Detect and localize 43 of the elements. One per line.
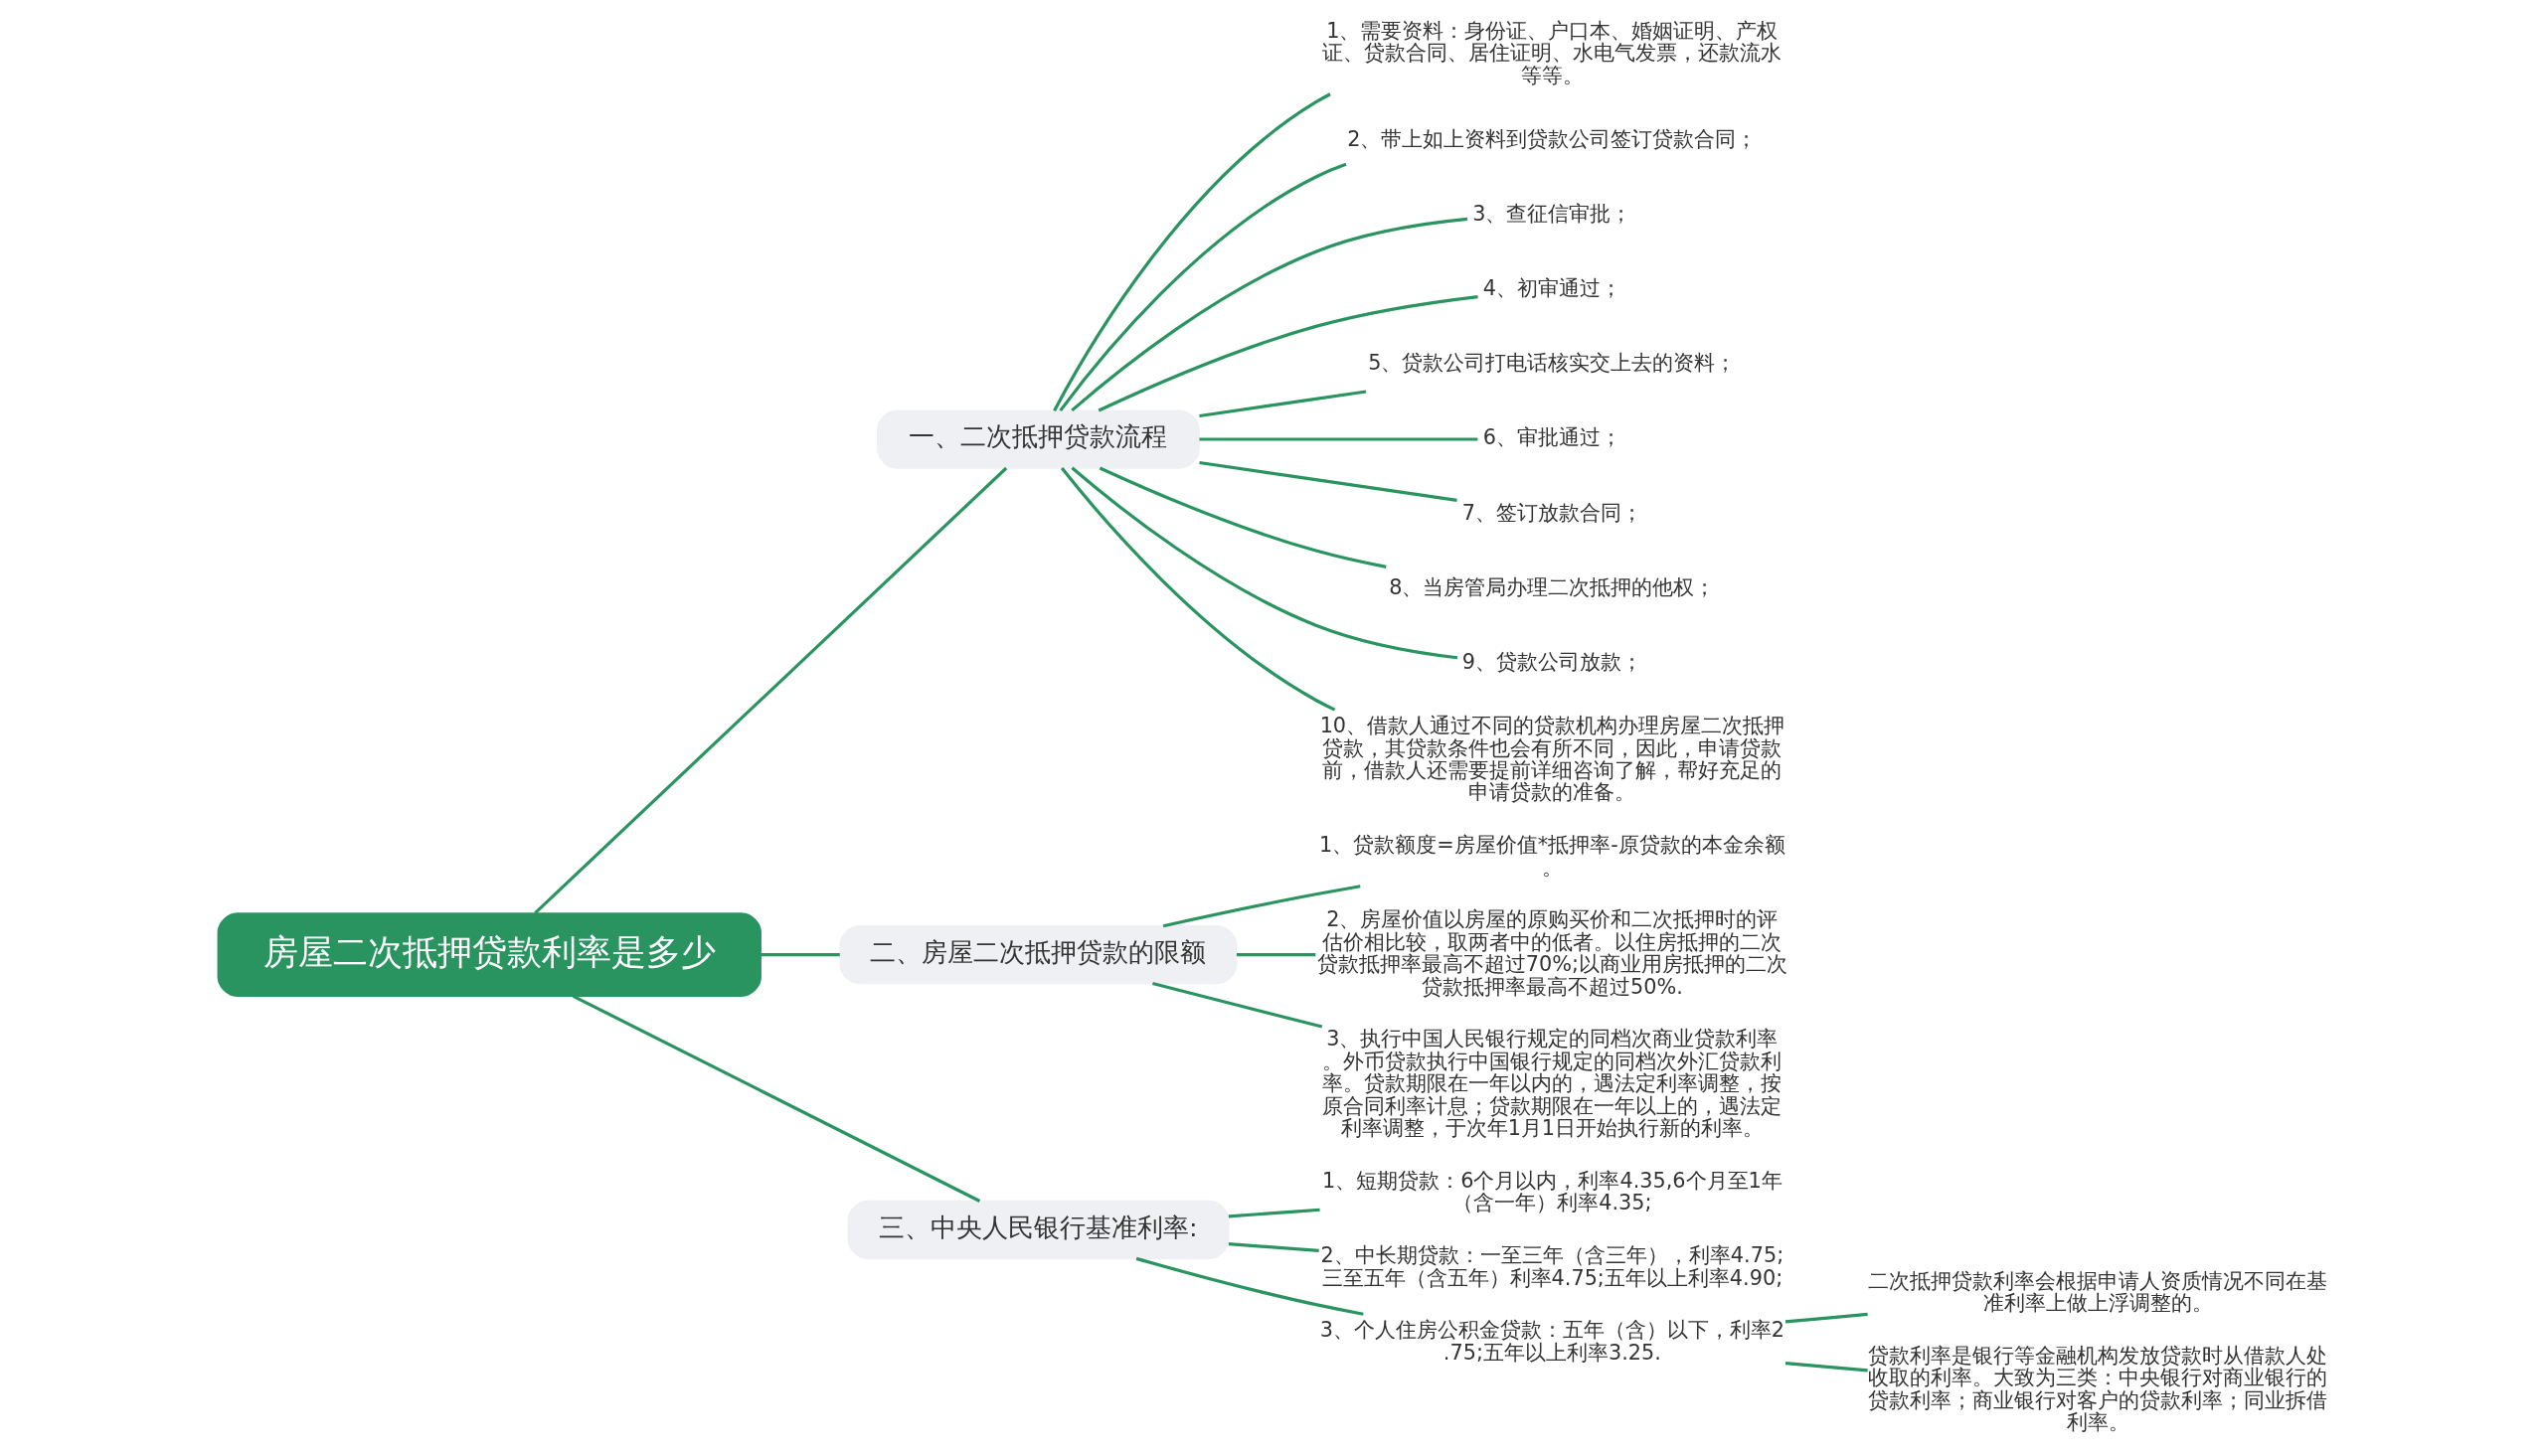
node-box: 一、二次抵押贷款流程 bbox=[876, 409, 1200, 469]
connector bbox=[1135, 1256, 1364, 1316]
node-text: 2、房屋价值以房屋的原购买价和二次抵押时的评估价相比较，取两者中的低者。以住房抵押的二次贷款抵押率最高不超过70%;以商业用房抵押的二次贷款抵押率最高不超过50%. bbox=[1316, 907, 1787, 999]
node-text: 1、需要资料：身份证、户口本、婚姻证明、产权证、贷款合同、居住证明、水电气发票，还款流水等等。 bbox=[1321, 18, 1782, 87]
connector bbox=[761, 952, 840, 957]
connector bbox=[1228, 1242, 1319, 1252]
node-text: 5、贷款公司打电话核实交上去的资料； bbox=[1367, 351, 1736, 376]
node-box: 三、中央人民银行基准利率: bbox=[846, 1200, 1229, 1260]
node-text: 7、签订放款合同； bbox=[1461, 500, 1642, 525]
connector bbox=[1199, 437, 1477, 441]
connector bbox=[1070, 466, 1457, 660]
connector bbox=[1198, 390, 1366, 418]
connector bbox=[1098, 294, 1478, 412]
node-text: 3、查征信审批； bbox=[1471, 201, 1631, 226]
node-text: 4、初审通过； bbox=[1482, 276, 1621, 301]
connector bbox=[1099, 466, 1387, 568]
connector bbox=[1058, 162, 1346, 412]
connector bbox=[1198, 460, 1457, 503]
node-text: 二次抵押贷款利率会根据申请人资质情况不同在基准利率上做上浮调整的。 bbox=[1867, 1268, 2327, 1316]
node-text: 9、贷款公司放款； bbox=[1461, 650, 1642, 675]
connector bbox=[1162, 885, 1361, 928]
node-text: 8、当房管局办理二次抵押的他权； bbox=[1388, 574, 1715, 599]
connector bbox=[572, 994, 980, 1203]
node-text: 2、中长期贷款：一至三年（含三年），利率4.75;三至五年（含五年）利率4.75;五年以上利率4.90; bbox=[1320, 1243, 1783, 1290]
connector bbox=[1151, 982, 1322, 1029]
connector bbox=[1070, 217, 1467, 412]
node-text: 1、短期贷款：6个月以内，利率4.35,6个月至1年（含一年）利率4.35; bbox=[1321, 1168, 1782, 1215]
node-text: 10、借款人通过不同的贷款机构办理房屋二次抵押贷款，其贷款条件也会有所不同，因此，申请贷款前，借款人还需要提前详细咨询了解，帮好充足的申请贷款的准备。 bbox=[1319, 714, 1784, 805]
node-text: 3、执行中国人民银行规定的同档次商业贷款利率。外币贷款执行中国银行规定的同档次外汇贷款利率。贷款期限在一年以内的，遇法定利率调整，按原合同利率计息；贷款期限在一年以上的，遇法定利率调整，于次年1月1日开始执行新的利率。 bbox=[1321, 1027, 1782, 1141]
connector bbox=[1784, 1312, 1868, 1324]
node-box: 二、房屋二次抵押贷款的限额 bbox=[838, 924, 1237, 985]
node-box: 房屋二次抵押贷款利率是多少 bbox=[217, 912, 762, 997]
connector bbox=[1784, 1362, 1868, 1373]
node-text: 6、审批通过； bbox=[1482, 425, 1621, 450]
connector bbox=[533, 466, 1007, 914]
connector bbox=[1052, 92, 1331, 411]
connector bbox=[1236, 952, 1315, 957]
node-text: 2、带上如上资料到贷款公司签订贷款合同； bbox=[1346, 126, 1757, 151]
connector bbox=[1228, 1208, 1320, 1218]
node-text: 贷款利率是银行等金融机构发放贷款时从借款人处收取的利率。大致为三类：中央银行对商业银行的贷款利率；商业银行对客户的贷款利率；同业拆借利率。 bbox=[1867, 1343, 2327, 1435]
node-text: 3、个人住房公积金贷款：五年（含）以下，利率2.75;五年以上利率3.25. bbox=[1319, 1318, 1784, 1365]
connector bbox=[1060, 467, 1335, 712]
node-text: 1、贷款额度=房屋价值*抵押率-原贷款的本金余额。 bbox=[1318, 833, 1785, 880]
